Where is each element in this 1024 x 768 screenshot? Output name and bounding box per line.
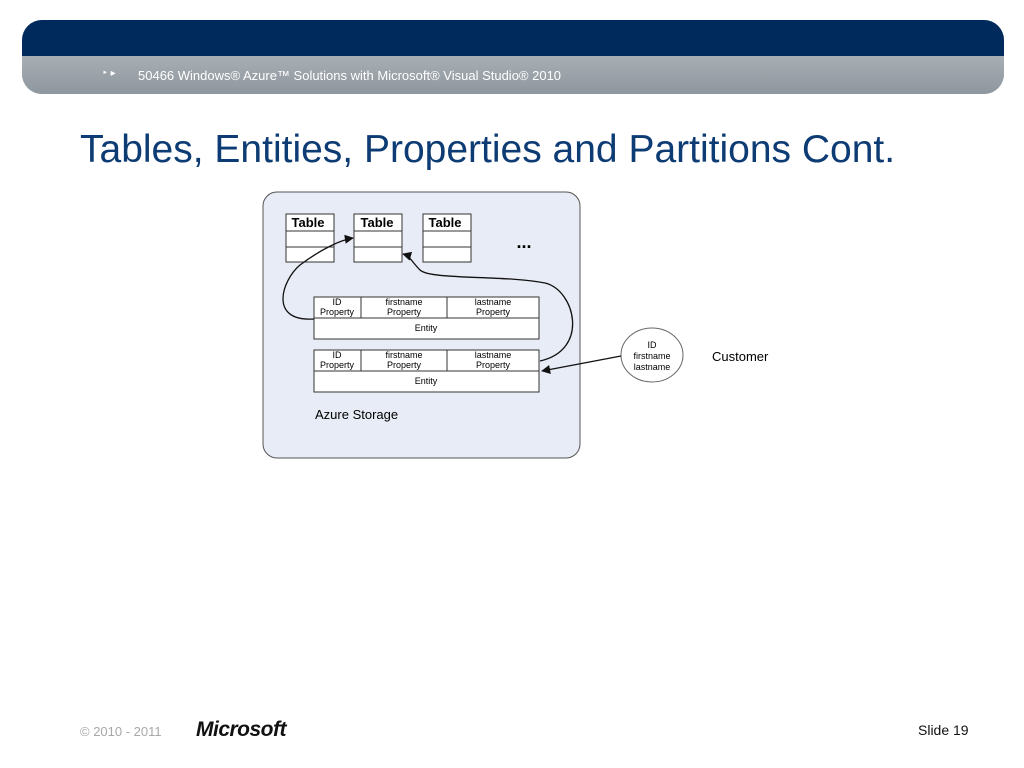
table-label: Table [429, 215, 462, 230]
microsoft-logo: Microsoft [196, 718, 287, 741]
property-kind: Property [320, 360, 355, 370]
slide-number: Slide 19 [918, 722, 969, 738]
header-banner-bottom [22, 56, 1004, 94]
customer-field: ID [648, 340, 658, 350]
property-kind: Property [387, 360, 422, 370]
header-bullet-icons: ‣ ▸ [102, 68, 116, 79]
property-kind: Property [387, 307, 422, 317]
property-kind: Property [320, 307, 355, 317]
copyright-text: © 2010 - 2011 [80, 724, 162, 739]
entity-row: ID Property firstname Property lastname … [313, 349, 540, 393]
table-box: Table [285, 213, 335, 263]
entity-to-table-arrow [402, 251, 574, 362]
customer-field: lastname [634, 362, 671, 372]
header-banner [22, 20, 1004, 94]
entity-label: Entity [415, 376, 438, 386]
property-kind: Property [476, 360, 511, 370]
table-box: Table [353, 213, 403, 263]
property-kind: Property [476, 307, 511, 317]
property-name: ID [333, 297, 343, 307]
table-label: Table [292, 215, 325, 230]
customer-object: ID firstname lastname [620, 327, 684, 383]
entity-to-table-arrow [282, 234, 354, 320]
property-name: lastname [475, 350, 512, 360]
property-name: firstname [385, 350, 422, 360]
entity-row: ID Property firstname Property lastname … [313, 296, 540, 340]
table-box: Table [422, 213, 472, 263]
header-banner-top [22, 20, 1004, 56]
property-name: ID [333, 350, 343, 360]
azure-storage-label: Azure Storage [315, 407, 398, 422]
property-name: lastname [475, 297, 512, 307]
slide-title: Tables, Entities, Properties and Partiti… [80, 128, 896, 171]
customer-to-entity-arrow [541, 355, 622, 374]
table-label: Table [361, 215, 394, 230]
customer-label: Customer [712, 349, 769, 364]
entity-label: Entity [415, 323, 438, 333]
property-name: firstname [385, 297, 422, 307]
course-title: 50466 Windows® Azure™ Solutions with Mic… [138, 68, 562, 83]
more-tables-ellipsis: ... [516, 232, 531, 252]
customer-field: firstname [633, 351, 670, 361]
